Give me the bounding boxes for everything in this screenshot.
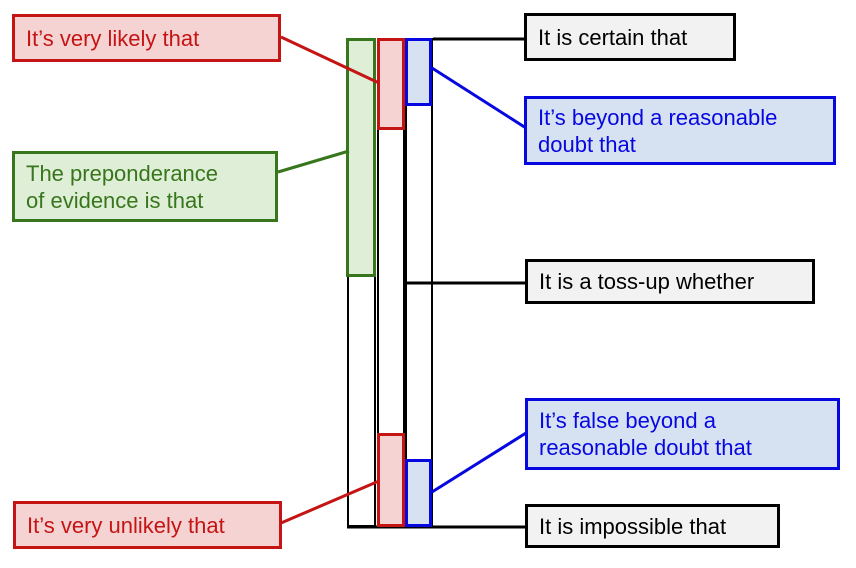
label-text-line2: reasonable doubt that bbox=[539, 435, 752, 460]
label-preponderance: The preponderance of evidence is that bbox=[12, 151, 278, 222]
label-toss-up: It is a toss-up whether bbox=[525, 259, 815, 304]
connector-preponderance bbox=[277, 149, 350, 174]
label-impossible: It is impossible that bbox=[525, 504, 780, 548]
label-text-line1: It’s beyond a reasonable bbox=[538, 104, 778, 130]
label-false-beyond-reasonable-doubt: It’s false beyond a reasonable doubt tha… bbox=[525, 398, 840, 470]
label-text-line1: It’s false beyond a bbox=[539, 408, 716, 433]
label-text: It is certain that bbox=[538, 24, 688, 50]
segment-false-beyond-reasonable-doubt bbox=[405, 459, 432, 527]
label-text: It’s very unlikely that bbox=[27, 512, 225, 538]
label-very-likely: It’s very likely that bbox=[12, 14, 281, 62]
label-text: It’s very likely that bbox=[26, 25, 200, 51]
label-certain: It is certain that bbox=[524, 13, 736, 61]
label-text-line2: doubt that bbox=[538, 131, 636, 157]
label-text: It is a toss-up whether bbox=[539, 269, 755, 294]
segment-very-unlikely bbox=[377, 433, 405, 527]
label-text-line2: of evidence is that bbox=[26, 187, 204, 213]
label-text-line1: The preponderance bbox=[26, 160, 219, 186]
connector-beyond-reasonable-doubt bbox=[431, 66, 527, 130]
segment-very-likely bbox=[377, 38, 405, 130]
label-very-unlikely: It’s very unlikely that bbox=[13, 501, 282, 549]
label-beyond-reasonable-doubt: It’s beyond a reasonable doubt that bbox=[524, 96, 836, 165]
range-bar-right bbox=[405, 38, 433, 527]
label-text: It is impossible that bbox=[539, 513, 727, 539]
segment-beyond-reasonable-doubt bbox=[405, 38, 432, 106]
connector-false-beyond-reasonable-doubt bbox=[431, 431, 527, 494]
segment-preponderance-of-evidence bbox=[346, 38, 376, 277]
